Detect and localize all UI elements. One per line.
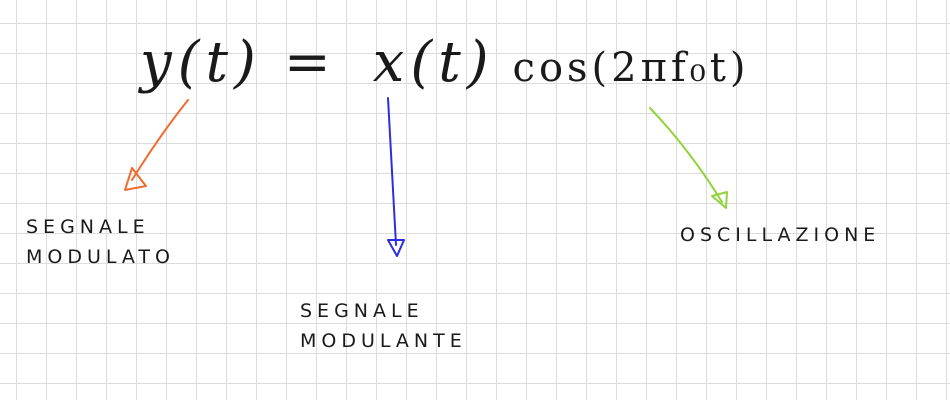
label-modulated-signal: SEGNALE MODULATO [26,212,175,272]
label-oscillation-line1: OSCILLAZIONE [680,224,881,246]
label-modulating-signal: SEGNALE MODULANTE [300,296,467,356]
modulated-arrow [124,99,189,191]
formula-equals: = [283,30,337,95]
oscillation-arrow [649,107,728,209]
modulating-arrow [387,97,405,257]
label-oscillation: OSCILLAZIONE [680,220,880,250]
label-modulating-line2: MODULANTE [300,330,467,352]
formula-cosine-term: cos(2πf₀t) [512,45,750,91]
formula-lhs: y(t) [140,30,262,95]
label-modulated-line1: SEGNALE [26,216,150,238]
formula-signal-term: x(t) [372,30,495,95]
label-modulated-line2: MODULATO [26,246,175,268]
label-modulating-line1: SEGNALE [300,300,424,322]
modulation-formula: y(t)=x(t)cos(2πf₀t) [140,18,745,108]
